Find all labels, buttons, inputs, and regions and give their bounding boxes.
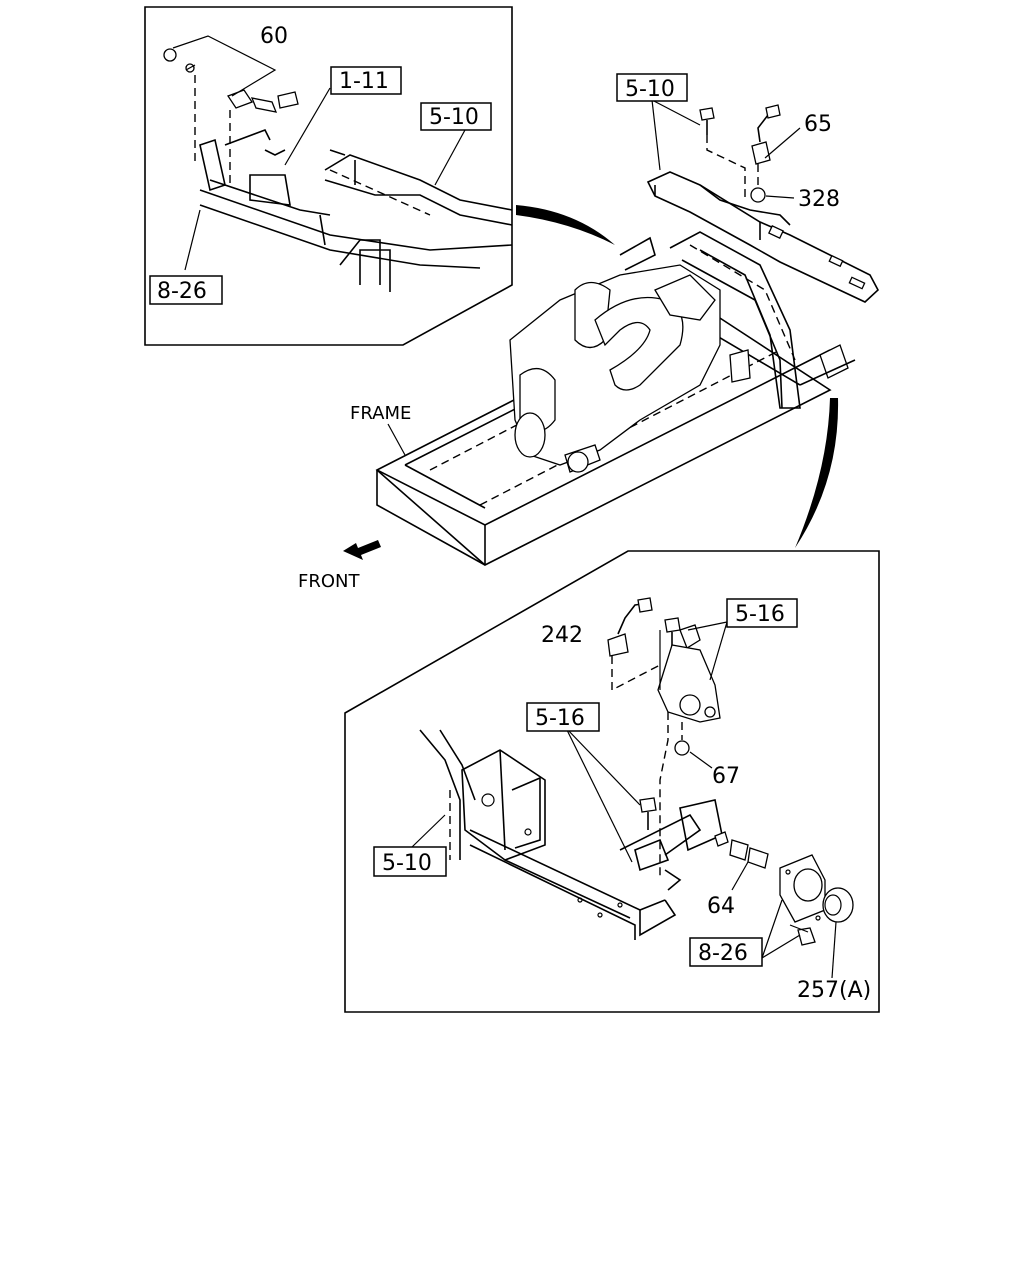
part-64-sensor <box>714 831 769 869</box>
callout-box-8-26-inset <box>149 275 223 305</box>
callout-box-5-10-inset <box>420 102 492 131</box>
callout-box-5-10-top <box>616 73 688 102</box>
callout-box-5-10-bottom <box>373 846 447 877</box>
callout-box-1-11 <box>330 66 402 95</box>
part-242-sensor <box>607 597 653 657</box>
part-bracket <box>657 617 721 723</box>
front-arrow <box>343 540 381 560</box>
detail-top-right: 5-10 65 328 <box>616 73 879 303</box>
pointer-arrow-bottom <box>795 398 839 548</box>
inset-bottom-frame <box>419 729 723 940</box>
callout-67: 67 <box>712 764 740 789</box>
callout-60: 60 <box>260 24 288 49</box>
inset-frame-rail <box>199 128 513 292</box>
main-frame-assembly <box>375 231 856 566</box>
callout-5-10-top: 5-10 <box>625 77 675 102</box>
part-257a <box>822 887 854 923</box>
callout-8-26-inset: 8-26 <box>157 279 207 304</box>
inset-bottom: 242 5-16 5-16 67 5-10 64 8-26 257(A) <box>344 550 880 1013</box>
callout-5-16-b: 5-16 <box>535 706 585 731</box>
callout-1-11: 1-11 <box>339 69 389 94</box>
pointer-arrow-top <box>516 205 615 245</box>
callout-257a: 257(A) <box>797 978 871 1003</box>
callout-5-10-bottom: 5-10 <box>382 851 432 876</box>
label-front: FRONT <box>298 571 360 592</box>
callout-64: 64 <box>707 894 735 919</box>
callout-5-16-a: 5-16 <box>735 602 785 627</box>
callout-242: 242 <box>541 623 583 648</box>
callout-5-10-inset: 5-10 <box>429 105 479 130</box>
callout-328: 328 <box>798 187 840 212</box>
part-60-sensor <box>163 48 299 113</box>
callout-box-5-16-a <box>726 598 798 628</box>
callout-65: 65 <box>804 112 832 137</box>
callout-box-8-26-bottom <box>689 937 763 967</box>
label-frame: FRAME <box>350 403 411 424</box>
inset-top-left: 60 1-11 5-10 8-26 <box>144 6 513 346</box>
callout-8-26-bottom: 8-26 <box>698 941 748 966</box>
part-housing <box>779 854 826 923</box>
callout-box-5-16-b <box>526 702 600 732</box>
